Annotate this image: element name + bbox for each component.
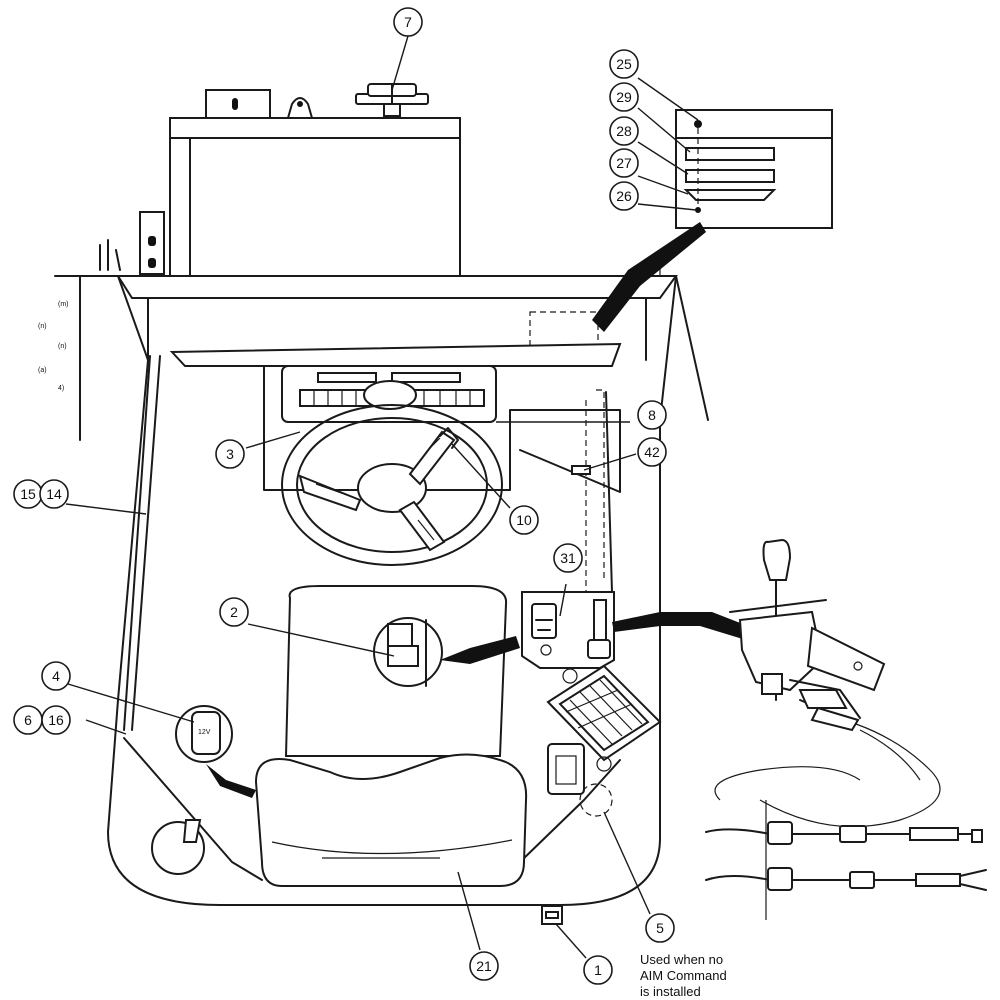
callout-1: 1 [583, 955, 613, 985]
callout-16: 16 [41, 705, 71, 735]
leader-lines [65, 35, 699, 959]
svg-text:15: 15 [20, 486, 36, 502]
svg-text:(m): (m) [58, 301, 69, 308]
callout-15: 15 [13, 479, 43, 509]
dashboard [169, 342, 622, 493]
steering-wheel [281, 404, 503, 566]
callout-25: 25 [609, 49, 639, 79]
note-line-2: AIM Command [640, 968, 727, 983]
accelerator-pedal [546, 664, 662, 762]
svg-text:14: 14 [46, 486, 62, 502]
callout-14: 14 [39, 479, 69, 509]
installation-note: Used when no AIM Command is installed [640, 952, 727, 999]
outlet-label: 12V [198, 729, 211, 736]
svg-text:4): 4) [58, 385, 64, 392]
svg-text:5: 5 [656, 920, 664, 936]
callout-42: 42 [637, 437, 667, 467]
outlet-detail: 12V [175, 705, 256, 798]
decal-detail [592, 109, 833, 332]
gauge-row-right [407, 389, 485, 407]
callout-27: 27 [609, 148, 639, 178]
svg-text:1: 1 [594, 962, 602, 978]
throttle-detail [612, 538, 987, 920]
note-line-1: Used when no [640, 952, 723, 967]
svg-text:21: 21 [476, 958, 492, 974]
callout-29: 29 [609, 82, 639, 112]
svg-text:42: 42 [644, 444, 660, 460]
svg-text:29: 29 [616, 89, 632, 105]
cab-body: (m) (n) (n) (a) 4) [38, 262, 709, 906]
svg-text:16: 16 [48, 712, 64, 728]
svg-text:(n): (n) [38, 323, 47, 330]
roof-panel [99, 89, 461, 277]
svg-text:3: 3 [226, 446, 234, 462]
callout-7: 7 [393, 7, 423, 37]
svg-text:2: 2 [230, 604, 238, 620]
svg-text:26: 26 [616, 188, 632, 204]
callout-4: 4 [41, 661, 71, 691]
access-hole [151, 819, 205, 875]
svg-text:6: 6 [24, 712, 32, 728]
callout-28: 28 [609, 116, 639, 146]
note-line-3: is installed [640, 984, 701, 999]
switch-detail [373, 617, 520, 687]
svg-text:27: 27 [616, 155, 632, 171]
callout-31: 31 [553, 543, 583, 573]
svg-text:31: 31 [560, 550, 576, 566]
bottom-fitting [541, 905, 563, 925]
brake-pedal [547, 743, 613, 817]
svg-text:4: 4 [52, 668, 60, 684]
callout-26: 26 [609, 181, 639, 211]
callout-10: 10 [509, 505, 539, 535]
svg-text:28: 28 [616, 123, 632, 139]
callout-3: 3 [215, 439, 245, 469]
svg-text:7: 7 [404, 14, 412, 30]
svg-text:(a): (a) [38, 367, 47, 374]
callout-2: 2 [219, 597, 249, 627]
svg-text:10: 10 [516, 512, 532, 528]
callout-5: 5 [645, 913, 675, 943]
svg-text:25: 25 [616, 56, 632, 72]
control-console [521, 389, 615, 669]
svg-text:(n): (n) [58, 343, 67, 350]
gauge-row-left [299, 389, 371, 407]
callout-21: 21 [469, 951, 499, 981]
callout-6: 6 [13, 705, 43, 735]
svg-text:8: 8 [648, 407, 656, 423]
callout-8: 8 [637, 400, 667, 430]
